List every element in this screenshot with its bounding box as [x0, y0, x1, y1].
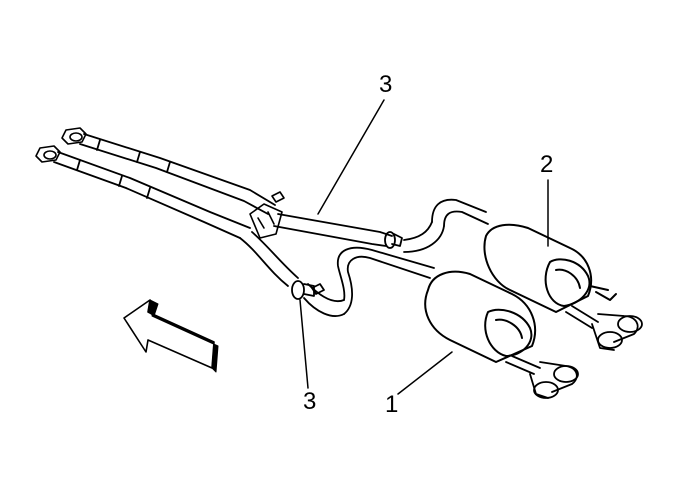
- callout-3-lower: 3: [303, 388, 317, 415]
- front-flange-lower: [35, 145, 61, 163]
- leader-1: [397, 351, 453, 395]
- front-of-vehicle-arrow: [123, 299, 219, 373]
- crossover-bracket: [249, 191, 285, 239]
- intermediate-pipe-lower: [53, 151, 251, 239]
- callout-leaders: [299, 99, 549, 395]
- callout-2: 2: [540, 151, 554, 178]
- tailpipes-right: [565, 305, 643, 351]
- leader-3-lower: [299, 299, 309, 389]
- intermediate-pipe-upper: [79, 133, 276, 215]
- tailpipes-left: [505, 355, 579, 399]
- callout-3-upper: 3: [379, 71, 393, 98]
- pipe-to-left-muffler: [239, 231, 435, 317]
- pipe-to-right-muffler: [273, 198, 489, 253]
- front-flange-upper: [61, 127, 87, 145]
- muffler-right: [483, 223, 617, 313]
- muffler-left: [424, 270, 537, 363]
- leader-3-upper: [317, 99, 385, 215]
- callout-1: 1: [385, 391, 399, 418]
